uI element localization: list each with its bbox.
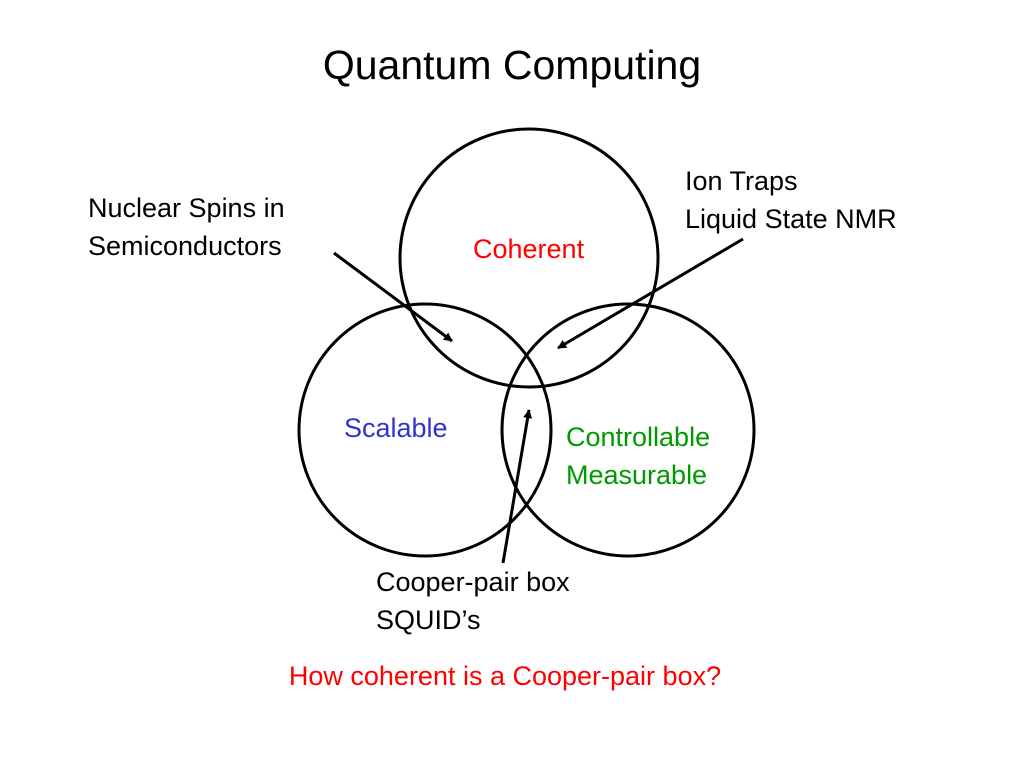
measurable-text: Measurable — [566, 460, 708, 490]
controllable-circle — [500, 302, 756, 558]
cooper-pair-callout: Cooper-pair box SQUID’s — [376, 563, 570, 639]
cooper-line-2: SQUID’s — [376, 605, 481, 635]
question-text: How coherent is a Cooper-pair box? — [288, 661, 722, 691]
ion-line-1: Ion Traps — [685, 166, 798, 196]
scalable-label: Scalable — [344, 409, 448, 447]
coherent-circle — [398, 127, 660, 389]
coherent-text: Coherent — [473, 234, 585, 264]
scalable-text: Scalable — [344, 413, 448, 443]
nuclear-line-1: Nuclear Spins in — [88, 193, 285, 223]
ion-traps-callout: Ion Traps Liquid State NMR — [685, 162, 897, 238]
scalable-circle — [297, 302, 553, 558]
nuclear-spins-callout: Nuclear Spins in Semiconductors — [88, 189, 285, 265]
ion-line-2: Liquid State NMR — [685, 204, 897, 234]
nuclear-arrow — [333, 251, 453, 343]
slide-title: Quantum Computing — [322, 42, 702, 88]
controllable-text: Controllable — [566, 422, 711, 452]
cooper-arrow — [501, 409, 533, 564]
cooper-line-1: Cooper-pair box — [376, 567, 570, 597]
ion-arrow — [557, 237, 744, 350]
controllable-measurable-label: Controllable Measurable — [566, 418, 710, 494]
nuclear-line-2: Semiconductors — [88, 231, 282, 261]
coherent-label: Coherent — [473, 230, 584, 268]
